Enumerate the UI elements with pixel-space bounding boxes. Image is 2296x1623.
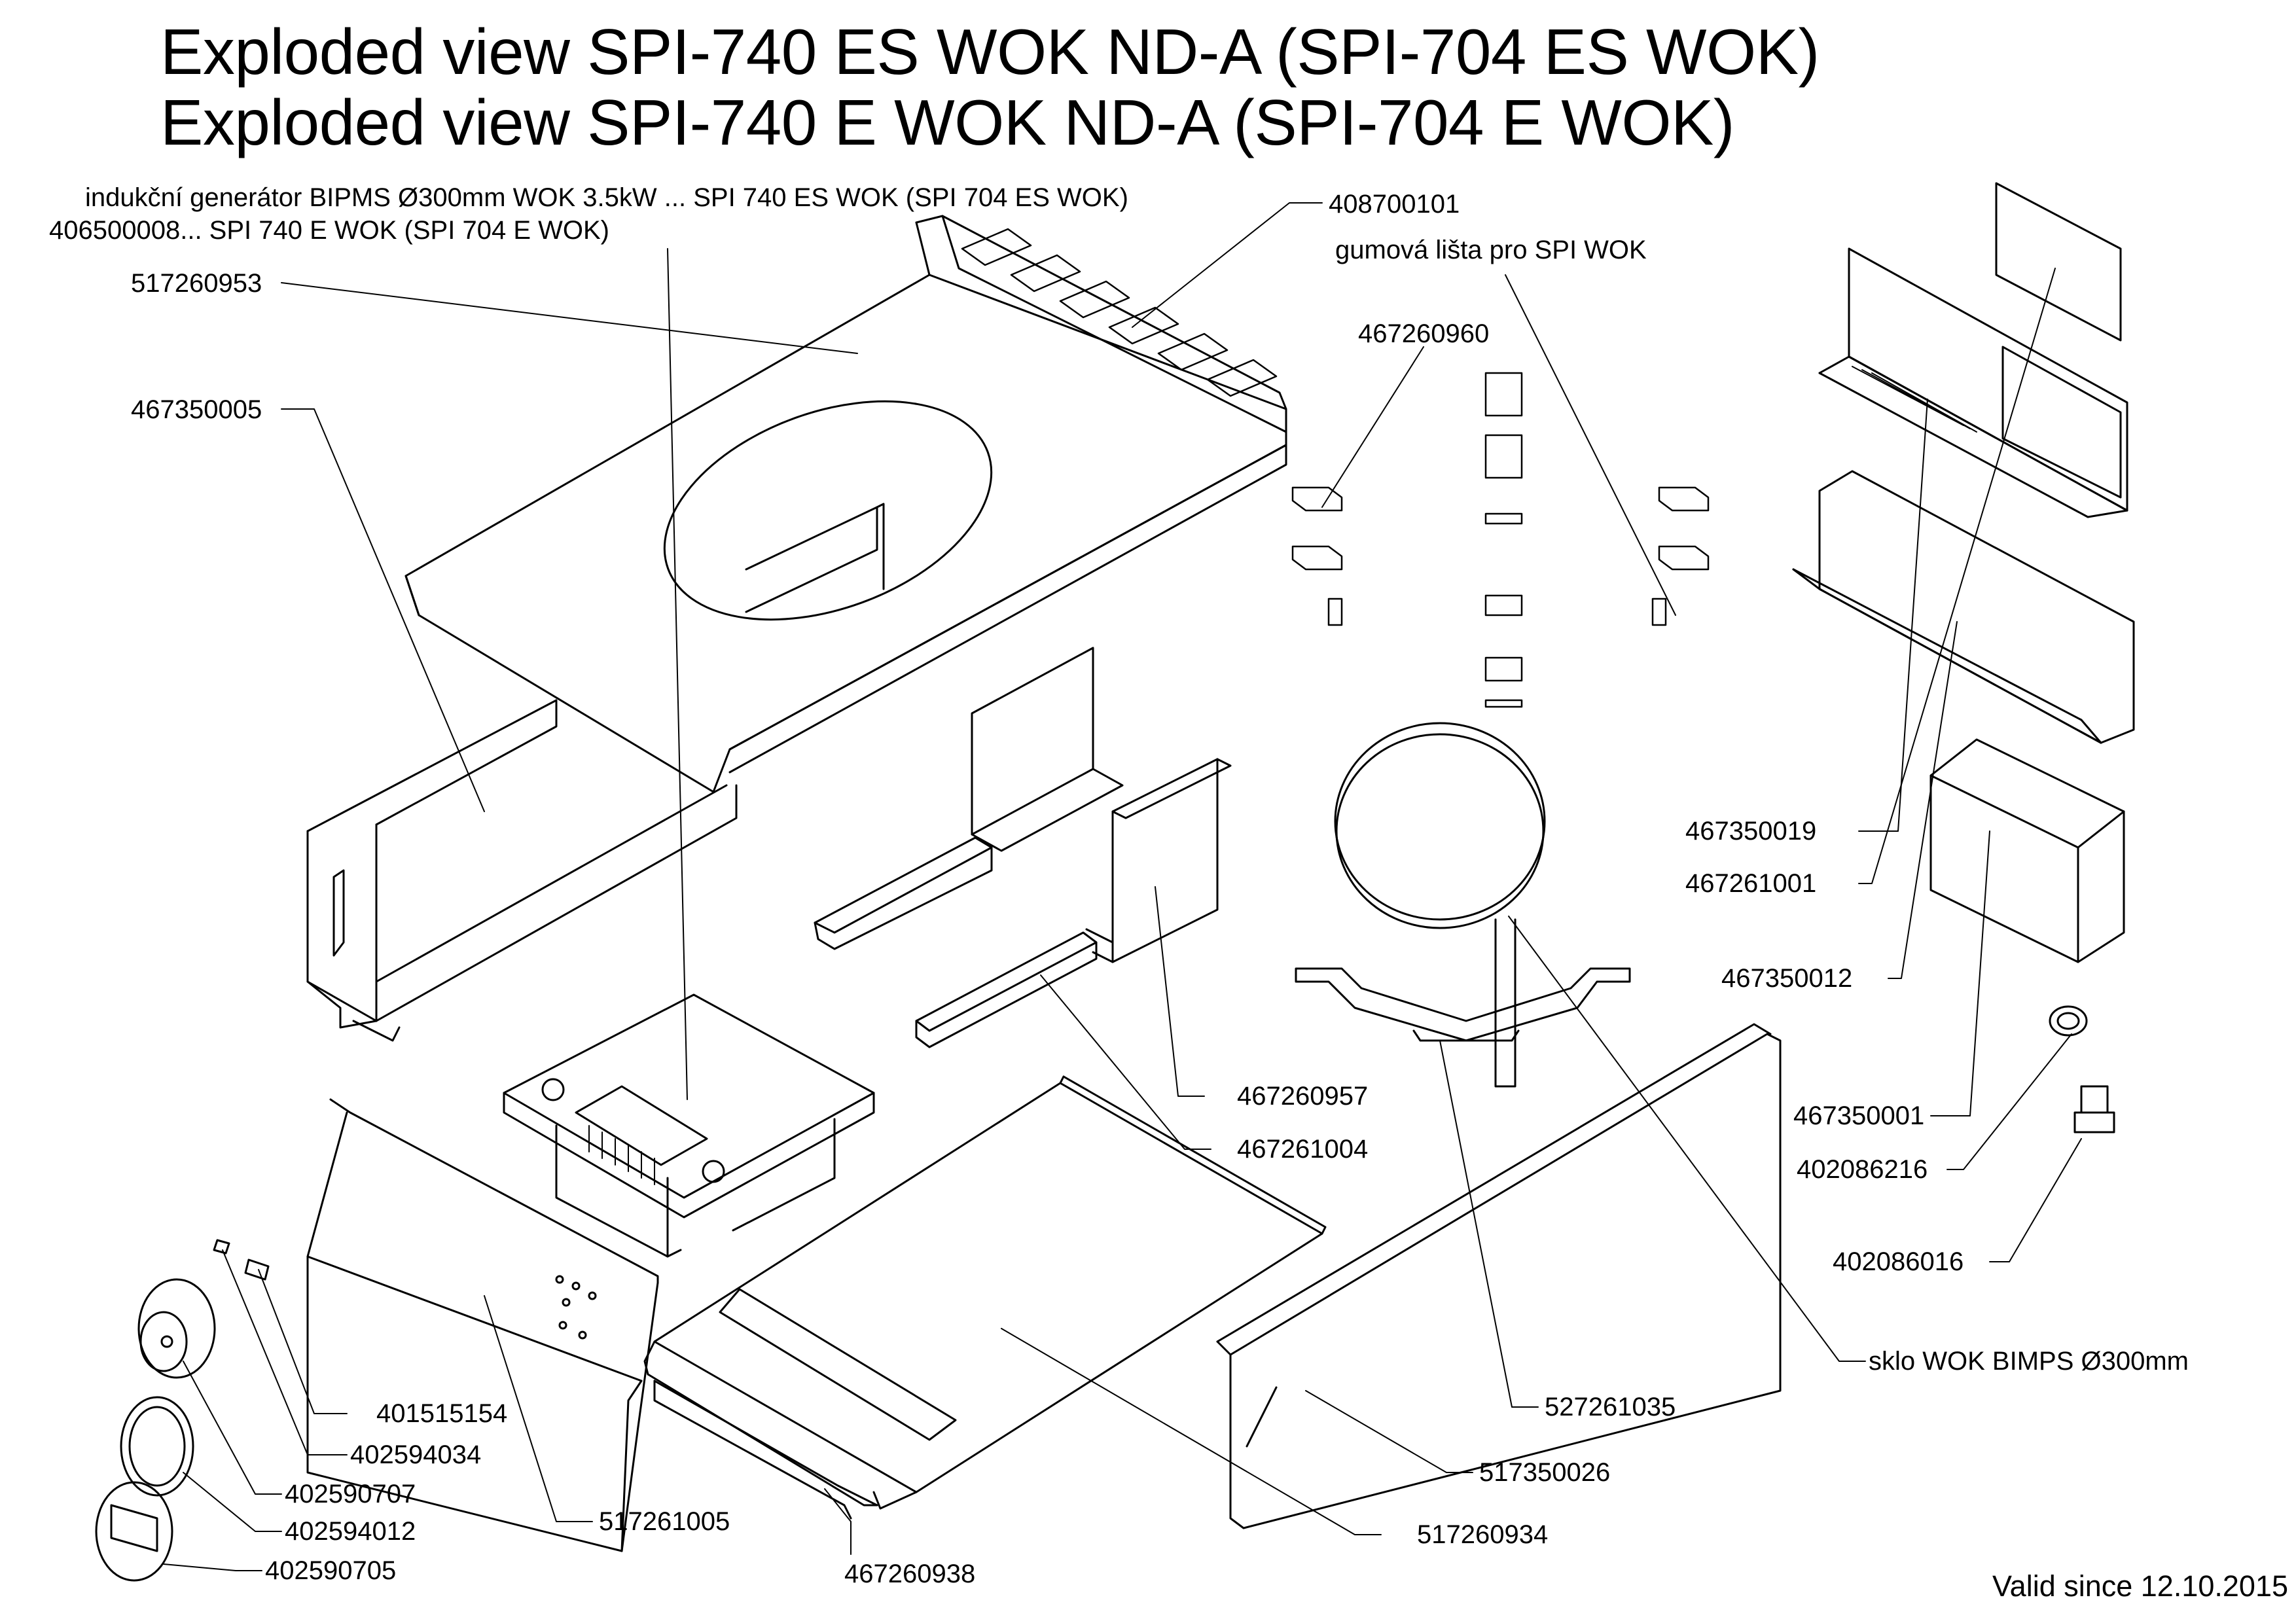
label-517260953: 517260953 [131,269,262,298]
label-467350005: 467350005 [131,395,262,424]
label-rubber-strip: gumová lišta pro SPI WOK [1335,236,1647,264]
label-467260938: 467260938 [844,1560,976,1588]
drawer-467260938-part [653,1288,957,1520]
page-title-line-1: Exploded view SPI-740 ES WOK ND-A (SPI-7… [160,16,1820,88]
back-wall-467261001-part [1792,470,2135,744]
glass-plate-part [1295,722,1631,1088]
cable-gland-part [2049,1005,2115,1133]
label-517260934: 517260934 [1417,1520,1549,1549]
label-402590705: 402590705 [265,1556,397,1585]
label-401515154: 401515154 [376,1399,508,1428]
valid-since-note: Valid since 12.10.2015 [1992,1569,2288,1603]
electrical-box-part [1929,738,2125,963]
front-panel-517261005-part [306,1098,659,1552]
label-467350001: 467350001 [1793,1101,1925,1130]
label-517350026: 517350026 [1479,1458,1611,1487]
label-467350012: 467350012 [1721,964,1853,993]
side-frame-part [306,699,738,1042]
label-467350019: 467350019 [1685,817,1817,846]
label-glass: sklo WOK BIMPS Ø300mm [1869,1347,2189,1376]
label-527261035: 527261035 [1545,1393,1676,1421]
label-402594012: 402594012 [285,1517,416,1546]
label-467261001: 467261001 [1685,869,1817,898]
label-402594034: 402594034 [350,1440,482,1469]
rear-panel-467350019-part [1818,182,2128,518]
label-402590707: 402590707 [285,1480,416,1508]
label-402086016: 402086016 [1833,1247,1964,1276]
label-generator-line-1: indukční generátor BIPMS Ø300mm WOK 3.5k… [85,183,1128,212]
label-generator-line-2: 406500008... SPI 740 E WOK (SPI 704 E WO… [49,216,609,245]
label-467261004: 467261004 [1237,1135,1369,1164]
knob-assembly-part [95,1239,270,1582]
label-402086216: 402086216 [1797,1155,1928,1184]
side-panel-517350026-part [1216,1023,1782,1529]
control-knob-slots [961,228,1278,397]
rail-467261004-part [814,836,1098,1048]
label-408700101: 408700101 [1329,190,1460,219]
leader-lines [163,202,2082,1571]
page-title-line-2: Exploded view SPI-740 E WOK ND-A (SPI-70… [160,86,1735,158]
clips-part [1291,372,1710,708]
top-cover-part [404,215,1287,793]
induction-generator-part [503,993,875,1258]
label-467260957: 467260957 [1237,1082,1369,1111]
label-517261005: 517261005 [599,1507,730,1536]
label-467260960: 467260960 [1358,319,1490,348]
bracket-467260957-part [971,647,1232,963]
